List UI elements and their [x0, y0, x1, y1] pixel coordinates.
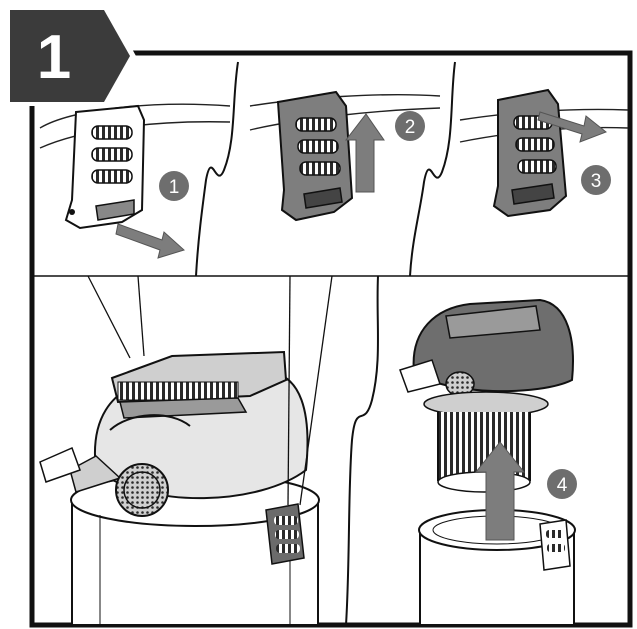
- latch-clip-remove: [492, 88, 568, 218]
- panel-separator-right: [409, 61, 456, 277]
- panel-separator-bottom: [345, 275, 379, 626]
- arrow-icon: [344, 113, 385, 193]
- arrow-icon: [537, 111, 607, 143]
- callout-4: 4: [547, 469, 577, 499]
- callout-1: 1: [159, 171, 189, 201]
- callout-3-label: 3: [591, 171, 602, 192]
- callout-3: 3: [581, 165, 611, 195]
- callout-1-label: 1: [169, 177, 180, 198]
- callout-2-label: 2: [405, 117, 416, 138]
- latch-clip-open: [64, 104, 146, 230]
- panel-separator-left: [195, 61, 239, 277]
- callout-leader-lines: [87, 275, 333, 506]
- vacuum-icon: [39, 350, 320, 626]
- step-number: 1: [37, 23, 71, 92]
- step-tab: 1: [6, 6, 136, 106]
- latch-clip-lift: [276, 90, 354, 222]
- callout-2: 2: [395, 111, 425, 141]
- callout-4-label: 4: [557, 475, 568, 496]
- arrow-icon: [474, 441, 526, 541]
- diagram-frame: [29, 50, 633, 628]
- arrow-icon: [115, 223, 185, 259]
